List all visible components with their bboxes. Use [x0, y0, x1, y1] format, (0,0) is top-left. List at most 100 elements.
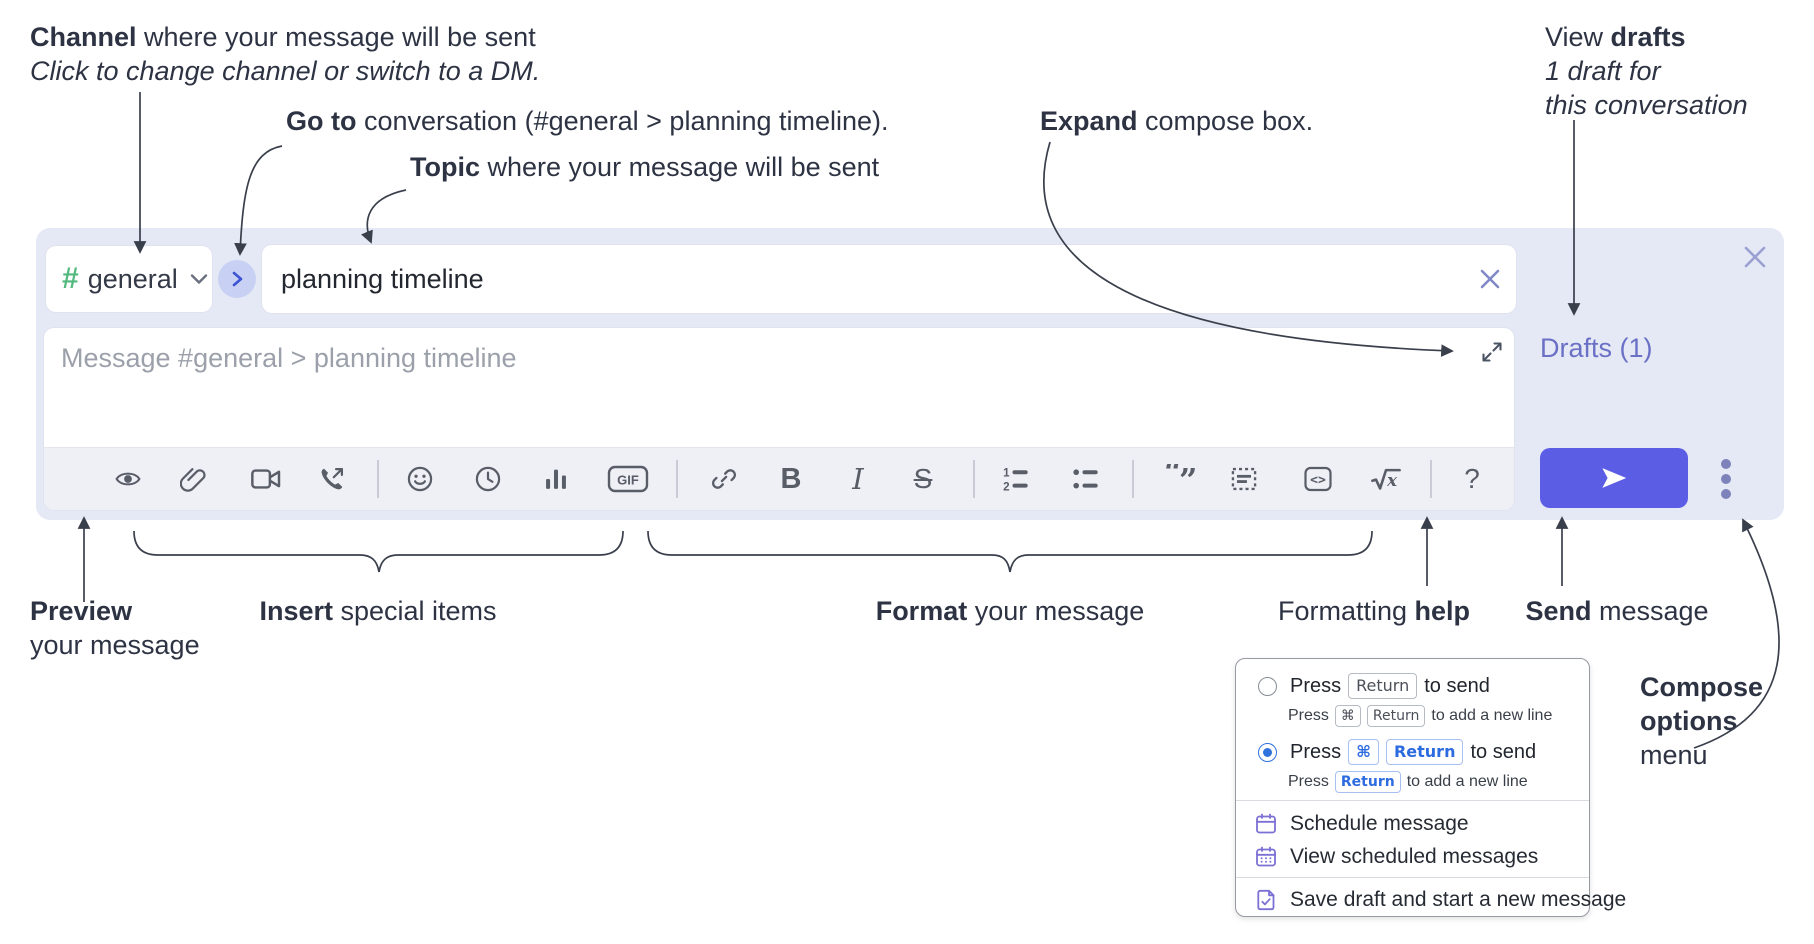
formatting-help-button[interactable]: ? [1464, 463, 1480, 494]
message-input[interactable]: Message #general > planning timeline [44, 328, 1514, 510]
menu-divider [1236, 877, 1589, 878]
bulleted-list-icon [1073, 469, 1098, 489]
toolbar-divider [973, 460, 975, 498]
math-button[interactable]: x [1362, 454, 1410, 504]
compose-options-annotation: Compose options menu [1640, 672, 1764, 770]
quote-icon: “ ” [1164, 464, 1197, 494]
code-icon: <> [1304, 466, 1332, 492]
topic-annotation: Topic where your message will be sent [410, 152, 880, 182]
link-icon [711, 469, 737, 489]
numbered-list-icon: 1 2 [1003, 467, 1028, 493]
add-poll-button[interactable] [532, 454, 580, 504]
svg-text:2: 2 [1003, 481, 1010, 493]
expand-annotation: Expand compose box. [1040, 106, 1314, 136]
channel-annotation: Channel where your message will be sent … [30, 22, 541, 86]
bulleted-list-button[interactable] [1062, 454, 1110, 504]
menu-option-cmd-return-sub: Press Return to add a new line [1288, 769, 1528, 795]
audio-call-button[interactable] [308, 454, 356, 504]
channel-selector[interactable]: # general [46, 246, 212, 312]
compose-toolbar: GIF B [44, 447, 1514, 510]
gif-icon: GIF [607, 465, 649, 493]
sqrt-icon: x [1371, 468, 1401, 490]
kbd-cmd: ⌘ [1334, 705, 1361, 727]
radio-unselected-icon[interactable] [1258, 676, 1277, 696]
kbd-return: Return [1334, 771, 1401, 793]
emoji-button[interactable] [396, 454, 444, 504]
add-time-button[interactable] [464, 454, 512, 504]
expand-compose-button[interactable] [1480, 340, 1504, 364]
topic-value: planning timeline [281, 263, 484, 294]
strikethrough-button[interactable]: S [913, 463, 933, 494]
spoiler-icon [1231, 467, 1257, 491]
drafts-annotation: View drafts 1 draft for this conversatio… [1545, 22, 1748, 120]
send-annotation: Send message [1525, 596, 1709, 626]
send-button[interactable] [1540, 448, 1688, 508]
menu-option-cmd-return-to-send[interactable]: Press ⌘ Return to send [1258, 737, 1536, 767]
menu-divider [1236, 800, 1589, 801]
bar-chart-icon [546, 469, 566, 489]
video-call-button[interactable] [242, 454, 290, 504]
svg-text:x: x [1386, 470, 1398, 490]
svg-text:<>: <> [1310, 473, 1326, 488]
menu-option-return-sub: Press ⌘ Return to add a new line [1288, 703, 1552, 729]
message-placeholder: Message #general > planning timeline [61, 343, 517, 373]
kbd-return: Return [1385, 739, 1464, 765]
topic-input[interactable]: planning timeline [262, 245, 1516, 313]
svg-text:”: ” [1179, 464, 1197, 494]
chevron-down-icon [190, 274, 207, 284]
chevron-right-icon [232, 271, 243, 287]
compose-box: # general planning timeline Message #gen… [36, 228, 1784, 520]
numbered-list-button[interactable]: 1 2 [992, 454, 1040, 504]
channel-name: general [87, 263, 178, 294]
add-link-button[interactable] [700, 454, 748, 504]
add-gif-button[interactable]: GIF [604, 454, 652, 504]
toolbar-divider [1132, 460, 1134, 498]
eye-icon [115, 472, 141, 486]
kbd-return: Return [1348, 673, 1418, 699]
toolbar-divider [676, 460, 678, 498]
go-to-conversation-button[interactable] [218, 260, 256, 298]
spoiler-button[interactable] [1220, 454, 1268, 504]
calendar-scheduled-icon [1256, 846, 1276, 867]
smiley-icon [407, 466, 433, 492]
brace-insert-items [133, 530, 624, 573]
svg-text:1: 1 [1003, 467, 1010, 480]
send-icon [1602, 468, 1627, 488]
close-icon [1744, 246, 1766, 268]
brace-format-items [647, 530, 1373, 573]
compose-options-button[interactable] [1714, 456, 1738, 502]
italic-button[interactable]: I [852, 462, 864, 496]
goto-annotation: Go to conversation (#general > planning … [286, 106, 889, 136]
svg-text:“: “ [1164, 464, 1182, 491]
phone-call-icon [321, 467, 344, 490]
save-draft-icon [1257, 889, 1275, 911]
menu-item-view-scheduled-messages[interactable]: View scheduled messages [1254, 841, 1538, 873]
video-camera-icon [251, 469, 281, 489]
menu-option-return-to-send[interactable]: Press Return to send [1258, 671, 1490, 701]
format-annotation: Format your message [875, 596, 1145, 626]
topic-clear-button[interactable] [1478, 267, 1502, 291]
insert-annotation: Insert special items [259, 596, 497, 626]
compose-options-menu: Press Return to send Press ⌘ Return to a… [1235, 658, 1626, 917]
preview-message-button[interactable] [104, 454, 152, 504]
channel-hash-icon: # [62, 262, 79, 295]
toolbar-divider [377, 460, 379, 498]
close-icon [1480, 269, 1500, 289]
code-button[interactable]: <> [1294, 454, 1342, 504]
menu-item-save-draft[interactable]: Save draft and start a new message [1254, 884, 1626, 916]
close-compose-button[interactable] [1742, 244, 1768, 270]
formatting-help-annotation: Formatting help [1277, 596, 1471, 626]
kbd-cmd: ⌘ [1348, 739, 1379, 765]
quote-button[interactable]: “ ” [1156, 454, 1204, 504]
calendar-icon [1256, 813, 1276, 834]
kebab-menu-icon [1721, 459, 1731, 499]
menu-item-schedule-message[interactable]: Schedule message [1254, 808, 1469, 840]
bold-button[interactable]: B [780, 462, 802, 495]
radio-selected-icon[interactable] [1258, 742, 1277, 762]
attach-file-button[interactable] [170, 454, 218, 504]
kbd-return: Return [1366, 705, 1426, 727]
expand-icon [1482, 342, 1502, 362]
drafts-link[interactable]: Drafts (1) [1540, 333, 1653, 363]
preview-annotation: Preview your message [30, 596, 200, 660]
